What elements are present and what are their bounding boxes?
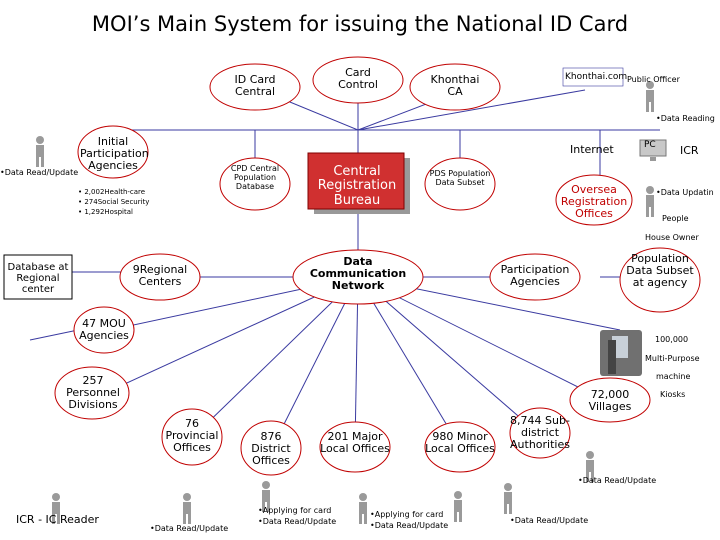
icr-label: ICR: [680, 144, 699, 157]
data-comm-label: Data Communication Network: [309, 255, 407, 293]
hospital-label: • 1,292Hospital: [78, 208, 133, 216]
read-update-br-label: •Data Read/Update: [510, 516, 589, 525]
minor-local-label: 980 Minor Local Offices: [425, 430, 495, 456]
personnel-label: 257 Personnel Divisions: [66, 374, 120, 412]
data-read-update-left: •Data Read/Update: [0, 168, 79, 177]
machine-label: machine: [656, 372, 691, 381]
id-card-central-label: ID Card Central: [234, 73, 276, 99]
district-node[interactable]: [240, 420, 302, 476]
khonthai-com-box[interactable]: [562, 67, 624, 87]
mou-node[interactable]: [73, 306, 135, 354]
major-local-label: 201 Major Local Offices: [320, 430, 390, 456]
house-owner-label: House Owner: [645, 233, 699, 242]
subdistrict-label: 8,744 Sub-district Authorities: [510, 414, 570, 452]
oversea-label: Oversea Registration Offices: [560, 183, 628, 221]
district-label: 876 District Offices: [251, 430, 291, 468]
minor-local-node[interactable]: [424, 421, 496, 473]
data-reading-label: •Data Reading: [656, 114, 715, 123]
page-title: MOI’s Main System for issuing the Nation…: [91, 12, 629, 36]
pds-label: PDS Population Data Subset: [429, 169, 491, 187]
person-icon: [646, 81, 654, 112]
regional-db-label: Database at Regional center: [7, 262, 69, 295]
id-card-central-node[interactable]: [209, 63, 301, 111]
internet-label: Internet: [570, 143, 614, 156]
person-icon: [183, 493, 191, 524]
villages-node[interactable]: [569, 377, 651, 423]
population-subset-label: Population Data Subset at agency: [626, 252, 694, 290]
khonthai-com-label: Khonthai.com: [565, 72, 628, 82]
khonthai-ca-label: Khonthai CA: [430, 73, 480, 99]
oversea-node[interactable]: [555, 174, 633, 226]
provincial-label: 76 Provincial Offices: [165, 417, 219, 455]
provincial-node[interactable]: [161, 408, 223, 466]
read-update-b1-label: •Data Read/Update: [258, 517, 337, 526]
computer-icon: [639, 139, 667, 161]
read-update-right-label: •Data Read/Update: [578, 476, 657, 485]
central-registration-label: Central Registration Bureau: [317, 164, 397, 208]
data-updating-label: •Data Updatin: [656, 188, 714, 197]
mou-label: 47 MOU Agencies: [79, 317, 129, 343]
people-label: People: [662, 214, 689, 223]
public-officer-label: Public Officer: [627, 75, 680, 84]
person-icon: [359, 493, 367, 524]
people-icons: [36, 81, 654, 524]
initial-participation-node[interactable]: [77, 125, 149, 179]
regional-centers-label: 9Regional Centers: [132, 263, 188, 289]
health-label: • 2,002Health-care: [78, 188, 146, 196]
cpd-node[interactable]: [219, 157, 291, 211]
icr-reader-label: ICR - IC Reader: [16, 513, 99, 526]
machines-count-label: 100,000: [655, 335, 689, 344]
apply-1-label: •Applying for card: [258, 506, 332, 515]
subdistrict-node[interactable]: [509, 407, 571, 459]
person-icon: [586, 451, 594, 482]
pds-node[interactable]: [424, 157, 496, 211]
personnel-node[interactable]: [54, 366, 130, 420]
kiosks-label: Kiosks: [660, 390, 686, 399]
data-comm-node[interactable]: [292, 249, 424, 305]
regional-db-box[interactable]: [3, 254, 73, 300]
person-icon: [454, 491, 462, 522]
cpd-label: CPD Central Population Database: [230, 164, 280, 191]
khonthai-ca-node[interactable]: [409, 63, 501, 111]
person-icon: [36, 136, 44, 167]
machines-type-label: Multi-Purpose: [645, 354, 700, 363]
person-icon: [504, 483, 512, 514]
participation-agencies-label: Participation Agencies: [500, 263, 570, 289]
regional-centers-node[interactable]: [119, 253, 201, 301]
central-registration-box[interactable]: [307, 152, 410, 214]
card-control-node[interactable]: [312, 56, 404, 104]
apply-2-label: •Applying for card: [370, 510, 444, 519]
read-update-b2-label: •Data Read/Update: [370, 521, 449, 530]
pc-label: PC: [644, 140, 656, 150]
participation-agencies-node[interactable]: [489, 253, 581, 301]
villages-label: 72,000 Villages: [588, 388, 632, 414]
major-local-node[interactable]: [319, 421, 391, 473]
social-label: • 274Social Security: [78, 198, 150, 206]
kiosk-icon: [600, 330, 642, 376]
population-subset-node[interactable]: [619, 247, 701, 313]
person-icon: [262, 481, 270, 512]
person-icon: [52, 493, 60, 524]
card-control-label: Card Control: [338, 66, 378, 92]
node-ellipses: [54, 56, 701, 476]
person-icon: [646, 186, 654, 217]
read-update-bl-label: •Data Read/Update: [150, 524, 229, 533]
initial-participation-label: Initial Participation Agencies: [80, 135, 149, 173]
